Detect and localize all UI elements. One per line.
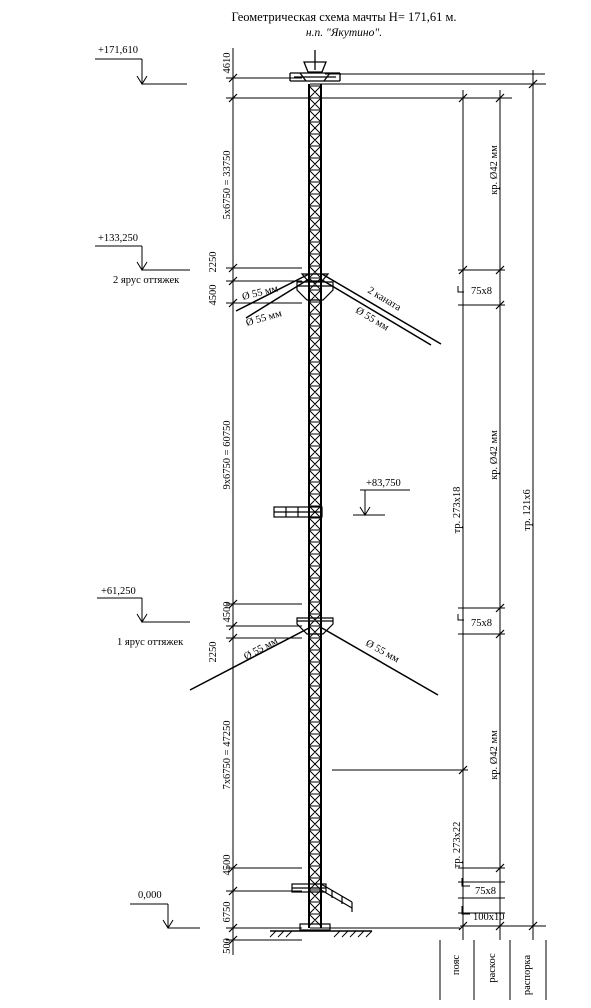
dim-60750: 9x6750 = 60750 [222, 421, 233, 490]
elevation-ground [130, 903, 200, 929]
angle-label-lower: 75x8 [475, 886, 496, 897]
middle-platform [273, 506, 323, 518]
column-label-brace: раскос [487, 953, 498, 983]
chord-label-upper: тр. 273х18 [452, 487, 463, 534]
chord-label-lower: тр. 273х22 [452, 822, 463, 869]
elevation-tier2 [95, 245, 190, 271]
upper-guy-cables [235, 273, 442, 346]
angle-label-base: 100x10 [473, 912, 505, 923]
elevation-platform [353, 489, 410, 516]
lower-guy-platform [296, 617, 334, 635]
elevation-platform-value: +83,750 [366, 478, 401, 489]
dim-2250-upper: 2250 [208, 252, 219, 273]
mast-base-frame [269, 883, 373, 938]
column-label-chord: пояс [451, 955, 462, 975]
mast-top-head [289, 50, 341, 82]
lower-guy-cables [189, 627, 439, 696]
dim-4500-lower: 4500 [222, 855, 233, 876]
elevation-top-value: +171,610 [98, 45, 138, 56]
guy-label-upper-left-2: Ø 55 мм [245, 308, 284, 329]
column-label-strut: распорка [522, 955, 533, 996]
dim-47250: 7x6750 = 47250 [222, 721, 233, 790]
upper-guy-platform [296, 273, 334, 301]
elevation-tier1-value: +61,250 [101, 586, 136, 597]
dim-33750: 5x6750 = 33750 [222, 151, 233, 220]
guy-label-lower-left: Ø 55 мм [242, 636, 280, 663]
dim-4500-upper: 4500 [208, 285, 219, 306]
elevation-tier2-note: 2 ярус оттяжек [113, 275, 180, 286]
diagram-subtitle: н.п. "Якутино". [306, 27, 382, 39]
brace-label-middle: кр. Ø42 мм [489, 430, 500, 480]
dimension-chain-left [226, 48, 460, 955]
diagram-title: Геометрическая схема мачты Н= 171,61 м. [231, 10, 456, 24]
brace-label-upper: кр. Ø42 мм [489, 145, 500, 195]
dim-4610: 4610 [222, 53, 233, 74]
dim-2250-mid: 2250 [208, 642, 219, 663]
elevation-tier2-value: +133,250 [98, 233, 138, 244]
elevation-ground-value: 0,000 [138, 890, 162, 901]
angle-label-upper: 75x8 [471, 286, 492, 297]
strut-label: тр. 121х6 [522, 489, 533, 530]
brace-label-lower: кр. Ø42 мм [489, 730, 500, 780]
dim-500: 500 [222, 938, 233, 954]
angle-label-middle: 75x8 [471, 618, 492, 629]
elevation-tier1-note: 1 ярус оттяжек [117, 637, 184, 648]
right-dimension-columns [310, 70, 547, 1000]
dim-4500-mid: 4500 [222, 602, 233, 623]
elevation-tier1 [97, 597, 190, 623]
elevation-top [95, 58, 187, 85]
mast-shaft [308, 84, 322, 928]
dim-6750: 6750 [222, 902, 233, 923]
guy-label-lower-right: Ø 55 мм [364, 638, 402, 666]
